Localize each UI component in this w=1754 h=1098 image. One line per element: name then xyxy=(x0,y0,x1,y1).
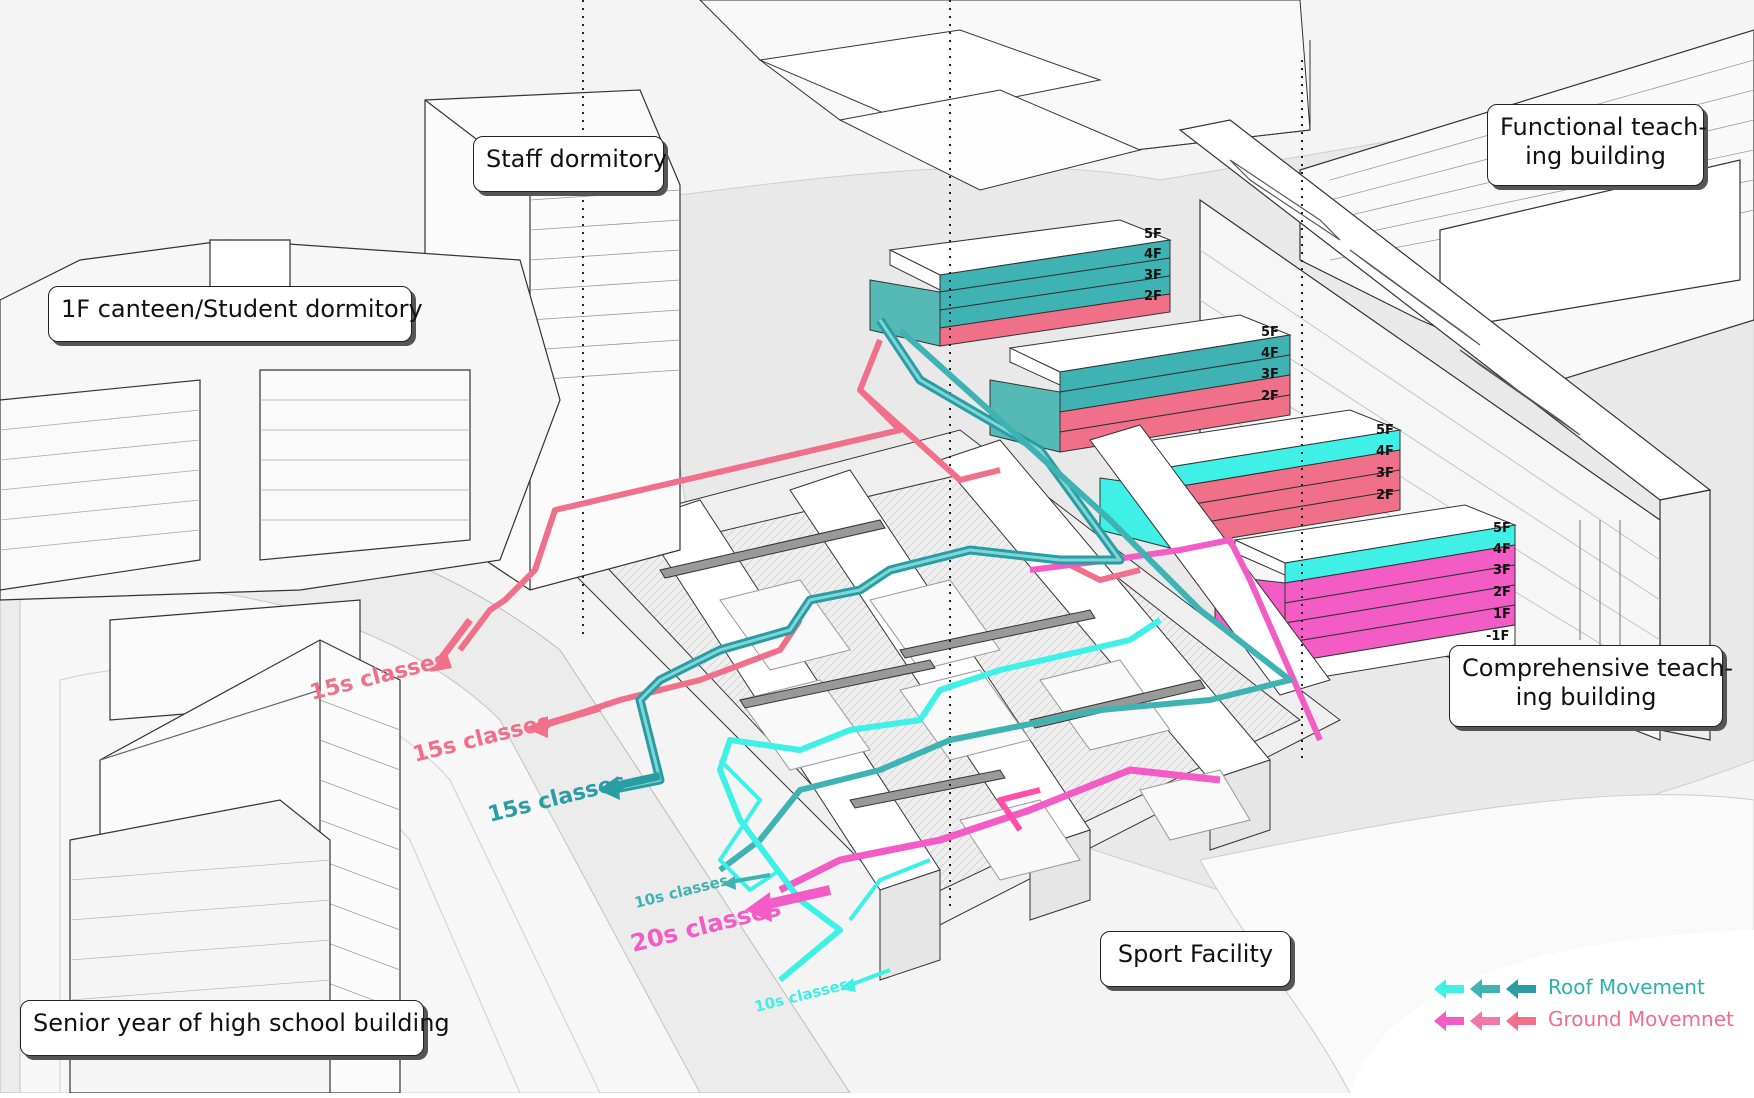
floor-label: 3F xyxy=(1144,268,1162,283)
floor-label: 3F xyxy=(1376,466,1394,481)
legend-roof-row: Roof Movement xyxy=(1432,974,1742,1004)
floor-label: 2F xyxy=(1261,389,1279,404)
wing-1 xyxy=(869,219,1172,347)
callout-text: Sport Facility xyxy=(1117,940,1274,968)
floor-label: 5F xyxy=(1493,521,1511,536)
floor-label: 4F xyxy=(1144,247,1162,262)
callout-text-line2: ing building xyxy=(1525,142,1666,170)
legend-roof-label: Roof Movement xyxy=(1548,975,1705,999)
wing-2 xyxy=(989,314,1292,453)
callout-functional-building: Functional teach- ing building xyxy=(1487,104,1708,186)
callout-text-line1: Comprehensive teach- xyxy=(1462,654,1734,682)
callout-sport-facility: Sport Facility xyxy=(1100,931,1291,987)
floor-labels: 5F 4F 3F 2F 5F 4F 3F 2F 5F 4F 3F 2F 5F 4… xyxy=(1144,227,1511,644)
callout-text-line1: Functional teach- xyxy=(1500,113,1708,141)
floor-label: 4F xyxy=(1376,444,1394,459)
floor-label: -1F xyxy=(1486,629,1509,644)
callout-text: 1F canteen/Student dormitory xyxy=(61,295,423,323)
floor-label: 2F xyxy=(1493,585,1511,600)
floor-label: 5F xyxy=(1261,325,1279,340)
floor-label: 2F xyxy=(1376,488,1394,503)
floor-label: 5F xyxy=(1376,423,1394,438)
dormitory-buildings xyxy=(0,89,681,721)
callout-text-line2: ing building xyxy=(1515,683,1657,711)
callout-staff-dormitory: Staff dormitory xyxy=(473,136,668,192)
floor-label: 4F xyxy=(1493,542,1511,557)
legend-ground-row: Ground Movemnet xyxy=(1432,1006,1742,1036)
sport-facility-complex xyxy=(539,424,1341,981)
class-arrows xyxy=(430,617,891,992)
wing-3 xyxy=(1099,409,1402,549)
callout-comprehensive-building: Comprehensive teach- ing building xyxy=(1449,645,1734,727)
floor-label: 3F xyxy=(1493,563,1511,578)
floor-label: 3F xyxy=(1261,367,1279,382)
terrain-corner xyxy=(1350,930,1754,1093)
legend-ground-label: Ground Movemnet xyxy=(1548,1007,1734,1031)
callout-text: Staff dormitory xyxy=(486,145,668,173)
guide-lines xyxy=(582,0,1303,910)
ground-arrows-icon xyxy=(1434,1011,1536,1031)
callout-text: Senior year of high school building xyxy=(33,1009,450,1037)
top-buildings xyxy=(699,0,1311,191)
floor-label: 2F xyxy=(1144,289,1162,304)
floor-label: 1F xyxy=(1493,607,1511,622)
roof-arrows-icon xyxy=(1434,979,1536,999)
floor-label: 4F xyxy=(1261,346,1279,361)
callout-canteen-dormitory: 1F canteen/Student dormitory xyxy=(48,286,423,342)
legend: Roof Movement Ground Movemnet xyxy=(1432,974,1742,1044)
floor-label: 5F xyxy=(1144,227,1162,242)
callout-senior-year-building: Senior year of high school building xyxy=(20,1000,450,1056)
